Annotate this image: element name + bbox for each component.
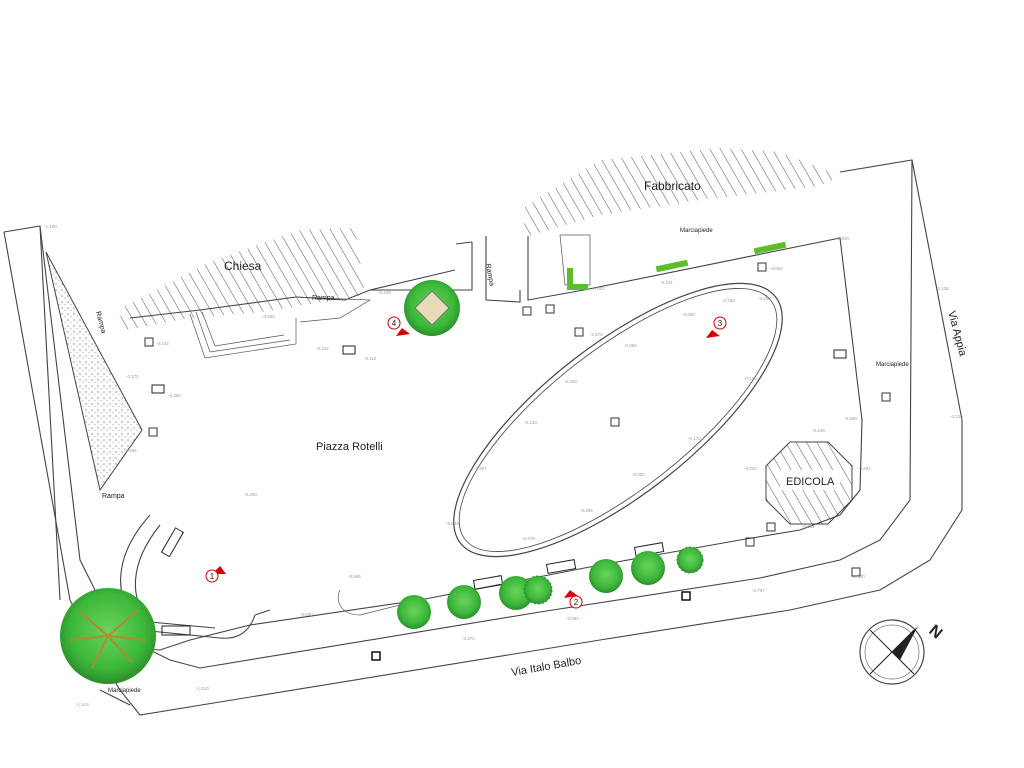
- svg-text:-0.220: -0.220: [744, 466, 757, 471]
- large-tree: [60, 588, 156, 684]
- svg-text:-0.101: -0.101: [660, 280, 673, 285]
- elevations: -1.100 -0.142 -0.170 -0.362 -0.466 -0.48…: [44, 224, 963, 707]
- svg-text:-0.690: -0.690: [300, 612, 313, 617]
- svg-text:-0.482: -0.482: [262, 314, 275, 319]
- svg-text:-0.040: -0.040: [836, 236, 849, 241]
- svg-text:-0.142: -0.142: [156, 341, 169, 346]
- svg-text:-1.210: -1.210: [196, 686, 209, 691]
- north-arrow: N: [859, 619, 945, 685]
- fabbricato-building: [520, 148, 840, 236]
- street-trees: [397, 546, 704, 629]
- svg-text:-0.260: -0.260: [844, 416, 857, 421]
- svg-text:-0.466: -0.466: [124, 448, 137, 453]
- label-marciapiede-top: Marciapiede: [680, 228, 713, 234]
- viewpoints: 1 2 3 4: [205, 316, 727, 609]
- svg-text:-0.500: -0.500: [852, 574, 865, 579]
- viewpoint-3: 3: [706, 316, 727, 338]
- label-edicola: EDICOLA: [786, 476, 835, 488]
- piazza-outline: [129, 234, 863, 651]
- svg-text:-0.566: -0.566: [348, 574, 361, 579]
- svg-text:1: 1: [210, 572, 215, 581]
- svg-text:-0.296: -0.296: [580, 508, 593, 513]
- label-rampa-left: Rampa: [94, 311, 107, 335]
- svg-text:-0.281: -0.281: [858, 466, 871, 471]
- svg-text:-0.170: -0.170: [126, 374, 139, 379]
- svg-text:-1.314: -1.314: [76, 702, 89, 707]
- label-marciapiede-bottom: Marciapiede: [108, 688, 141, 694]
- svg-text:-0.228: -0.228: [564, 379, 577, 384]
- svg-text:-0.570: -0.570: [590, 332, 603, 337]
- lamp-markers: [144, 262, 891, 661]
- edicola-kiosk: [765, 441, 853, 525]
- label-piazza: Piazza Rotelli: [316, 441, 383, 453]
- svg-text:-0.252: -0.252: [758, 296, 771, 301]
- svg-text:-1.100: -1.100: [44, 224, 57, 229]
- svg-text:-0.003: -0.003: [592, 286, 605, 291]
- left-planter: [45, 251, 143, 492]
- svg-text:-0.230: -0.230: [722, 298, 735, 303]
- svg-text:-0.478: -0.478: [522, 536, 535, 541]
- svg-text:-0.448: -0.448: [378, 290, 391, 295]
- svg-text:-0.030: -0.030: [632, 472, 645, 477]
- svg-text:-0.400: -0.400: [244, 492, 257, 497]
- viewpoint-4: 4: [387, 316, 410, 336]
- svg-text:-0.060: -0.060: [624, 343, 637, 348]
- svg-text:-0.122: -0.122: [316, 346, 329, 351]
- label-rampa-chiesa: Rampa: [312, 295, 335, 302]
- svg-text:-0.136: -0.136: [936, 286, 949, 291]
- central-ellipse: [453, 282, 783, 558]
- svg-text:-0.341: -0.341: [802, 524, 815, 529]
- svg-text:-0.148: -0.148: [812, 428, 825, 433]
- label-marciapiede-right: Marciapiede: [876, 362, 909, 368]
- plaza-tree: [404, 280, 460, 336]
- viewpoint-2: 2: [564, 590, 583, 609]
- svg-text:2: 2: [574, 598, 579, 607]
- green-walls: [567, 241, 787, 290]
- north-label: N: [925, 622, 945, 642]
- svg-text:-0.112: -0.112: [364, 356, 377, 361]
- label-via-italo-balbo: Via Italo Balbo: [510, 655, 582, 679]
- svg-text:-0.470: -0.470: [462, 636, 475, 641]
- svg-text:-0.062: -0.062: [770, 266, 783, 271]
- svg-text:-0.170: -0.170: [688, 436, 701, 441]
- svg-text:-0.140: -0.140: [524, 420, 537, 425]
- svg-text:-0.125: -0.125: [744, 376, 757, 381]
- svg-text:-0.362: -0.362: [168, 393, 181, 398]
- svg-text:4: 4: [392, 319, 397, 328]
- svg-text:-0.592: -0.592: [566, 616, 579, 621]
- label-rampa-center: Rampa: [484, 263, 495, 287]
- label-chiesa: Chiesa: [224, 259, 262, 273]
- label-fabbricato: Fabbricato: [644, 179, 701, 193]
- svg-text:-0.307: -0.307: [474, 466, 487, 471]
- chiesa-building: [118, 228, 365, 330]
- benches: [151, 345, 847, 636]
- svg-text:-0.338: -0.338: [682, 312, 695, 317]
- chiesa-steps: [189, 296, 372, 359]
- svg-text:3: 3: [718, 319, 723, 328]
- label-rampa-left-mid: Rampa: [102, 493, 125, 500]
- svg-text:-0.394: -0.394: [446, 521, 459, 526]
- svg-text:-0.707: -0.707: [752, 588, 765, 593]
- svg-text:-0.210: -0.210: [950, 414, 963, 419]
- viewpoint-1: 1: [205, 566, 226, 583]
